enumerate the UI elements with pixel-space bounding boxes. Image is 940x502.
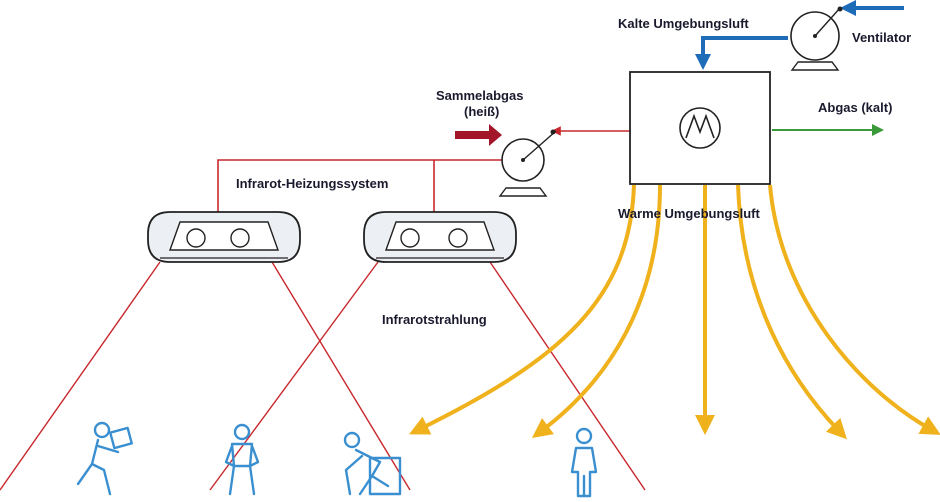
infrared-heater-icon — [147, 211, 301, 263]
blower-icon — [498, 129, 557, 197]
exhaust-pipe-system — [217, 126, 630, 212]
collected-exhaust-hot-label: (heiß) — [464, 104, 500, 119]
hot-exhaust-arrow — [455, 124, 502, 146]
infrared-radiation-lines — [0, 261, 646, 491]
cold-air-label: Kalte Umgebungsluft — [618, 16, 749, 31]
person-icon — [76, 421, 133, 496]
cold-air-pipe — [695, 0, 904, 70]
person-icon — [570, 427, 598, 498]
heating-system-label: Infrarot-Heizungssystem — [236, 176, 389, 191]
warm-air-arrows — [409, 184, 940, 440]
fan-icon — [790, 6, 843, 71]
exhaust-cold-label: Abgas (kalt) — [818, 100, 893, 115]
collected-exhaust-label: Sammelabgas — [436, 88, 524, 103]
radiation-label: Infrarotstrahlung — [382, 312, 487, 327]
infrared-heater-icon — [363, 211, 517, 263]
fan-label: Ventilator — [852, 30, 912, 45]
person-icon — [224, 423, 260, 496]
warm-air-label: Warme Umgebungsluft — [618, 206, 760, 221]
heat-exchanger-icon — [629, 71, 771, 185]
person-icon — [343, 431, 402, 496]
